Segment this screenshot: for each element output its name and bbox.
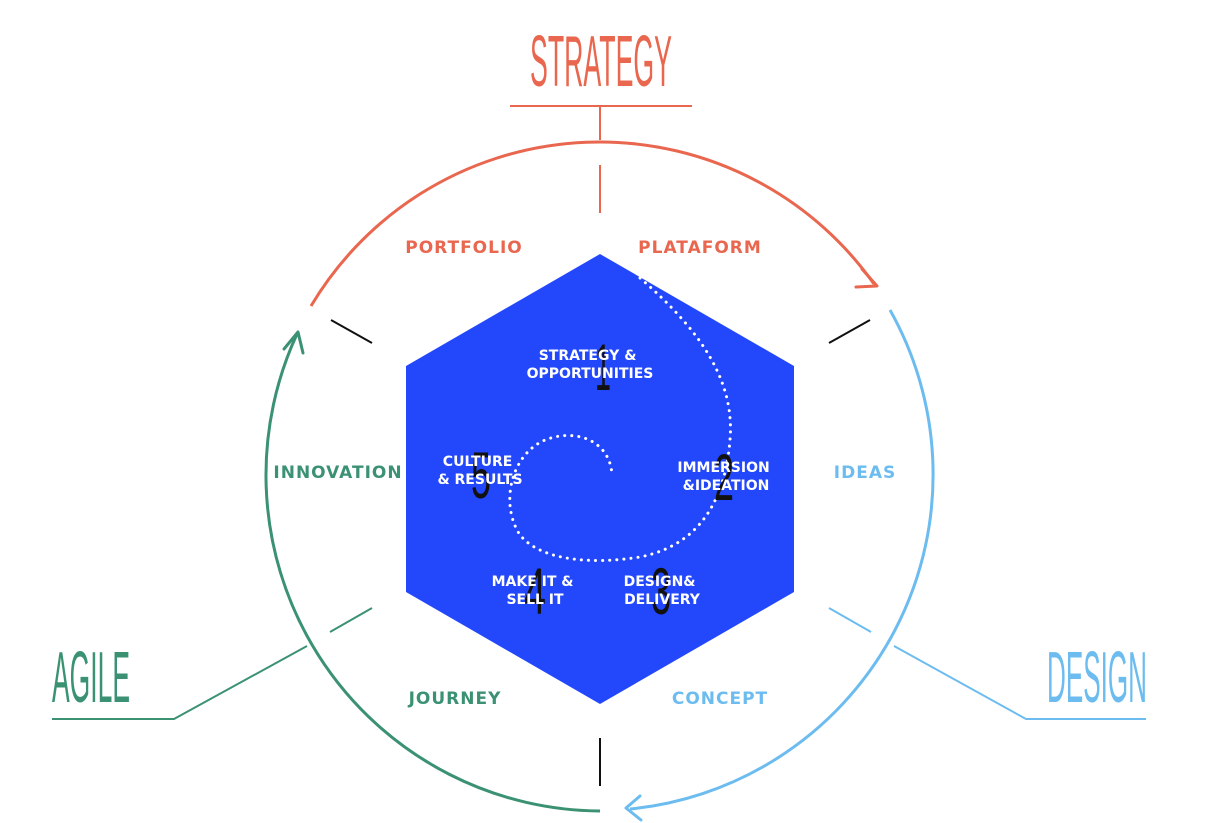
stage-number-5: 5 — [471, 438, 491, 512]
segment-label-innovation: INNOVATION — [273, 463, 402, 483]
stage-number-1: 1 — [595, 330, 611, 404]
stage-2-label: IMMERSION &IDEATION — [677, 460, 774, 494]
segment-label-concept: CONCEPT — [672, 689, 768, 709]
segment-label-portfolio: PORTFOLIO — [405, 238, 523, 258]
agile-connector — [52, 645, 308, 720]
design-arc — [629, 309, 935, 811]
stage-3-label: DESIGN& DELIVERY — [624, 574, 701, 608]
strategy-arrow-icon — [854, 267, 879, 289]
divider-tick-bottom-right — [828, 607, 872, 633]
agile-arc — [264, 333, 601, 813]
stage-1-label: STRATEGY & OPPORTUNITIES — [527, 348, 654, 382]
agile-heading: AGILE — [52, 638, 130, 718]
segment-label-plataform: PLATAFORM — [638, 238, 762, 258]
design-arrow-icon — [624, 794, 643, 822]
divider-tick-top-left — [330, 319, 373, 344]
design-connector — [893, 645, 1146, 720]
stage-5-label: CULTURE & RESULTS — [437, 454, 522, 488]
divider-tick-bottom-left — [329, 607, 373, 633]
central-hexagon — [406, 254, 794, 704]
stage-number-4: 4 — [524, 554, 546, 628]
divider-tick-top-right — [828, 319, 871, 344]
stage-number-2: 2 — [714, 440, 734, 514]
strategy-arc — [309, 140, 876, 307]
agile-arrow-icon — [282, 330, 305, 355]
stage-4-label: MAKE IT & SELL IT — [492, 574, 579, 608]
segment-label-ideas: IDEAS — [834, 463, 896, 483]
segment-label-journey: JOURNEY — [408, 689, 502, 709]
strategy-heading: STRATEGY — [530, 22, 672, 102]
design-heading: DESIGN — [1047, 638, 1147, 718]
dotted-spiral — [508, 276, 732, 562]
stage-number-3: 3 — [651, 554, 671, 628]
